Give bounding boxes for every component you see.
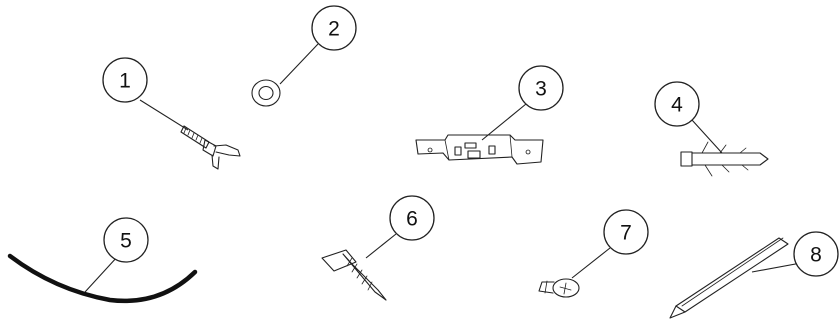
callout-3: 3 [518, 65, 564, 111]
part-1-wing-screw [139, 99, 241, 170]
callout-7-label: 7 [620, 222, 632, 245]
callout-4-label: 4 [671, 94, 683, 117]
callout-2: 2 [311, 5, 357, 51]
callout-5: 5 [103, 217, 149, 263]
part-4-wall-anchor [680, 119, 769, 177]
callout-2-label: 2 [328, 18, 340, 41]
callout-1: 1 [102, 57, 148, 103]
callout-7: 7 [603, 209, 649, 255]
part-8-pencil [669, 237, 829, 319]
part-3-bracket [415, 103, 544, 165]
part-6-countersunk-screw [321, 233, 397, 301]
callout-1-label: 1 [119, 70, 131, 93]
callout-5-label: 5 [120, 230, 132, 253]
callout-3-label: 3 [535, 78, 547, 101]
callout-8-label: 8 [810, 244, 822, 267]
part-7-pan-screw [538, 247, 611, 298]
part-2-washer [251, 43, 319, 107]
callout-4: 4 [654, 81, 700, 127]
callout-6-label: 6 [406, 208, 418, 231]
callout-6: 6 [389, 195, 435, 241]
part-5-cable [7, 253, 198, 304]
callout-8: 8 [793, 231, 839, 277]
